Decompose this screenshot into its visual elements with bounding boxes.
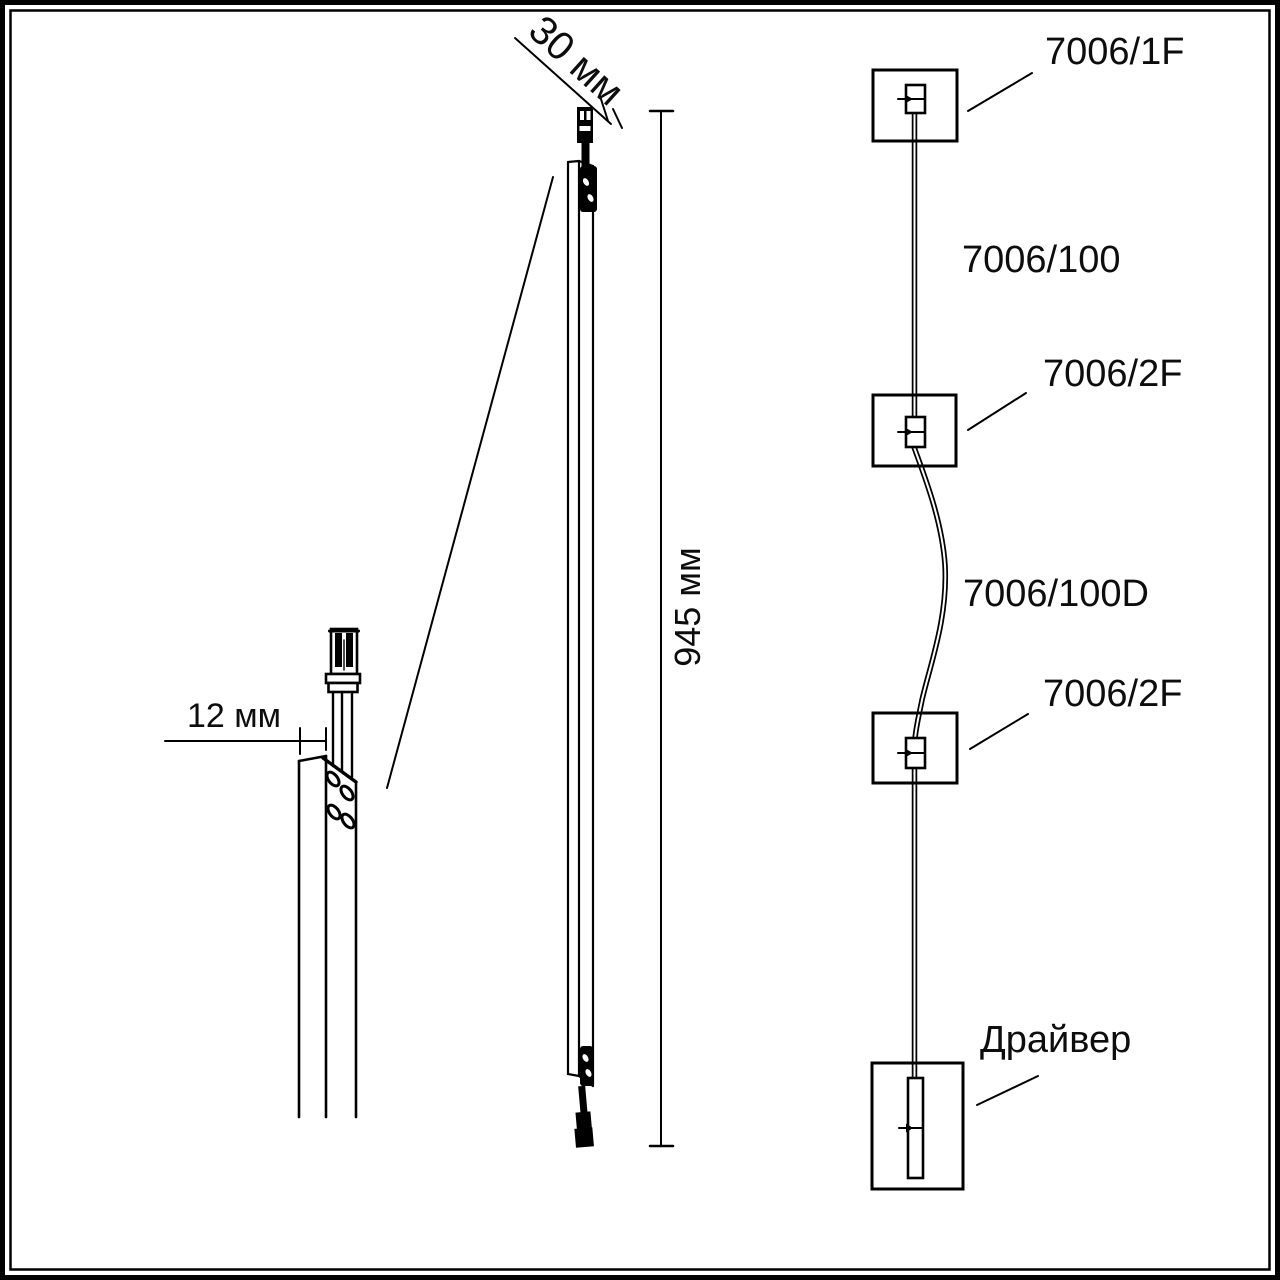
plug-wires [331, 690, 354, 779]
dimension-30mm-label: 30 мм [520, 8, 632, 115]
label-feed-2: 7006/2F [1043, 673, 1182, 715]
junction-box-3 [871, 711, 959, 785]
leader-feed-1 [967, 392, 1027, 431]
dimension-12mm-label: 12 мм [187, 697, 281, 735]
inner-border [9, 9, 1271, 1271]
leader-end-cap [967, 72, 1033, 112]
label-end-cap: 7006/1F [1045, 31, 1184, 73]
plate-holes [325, 770, 356, 830]
detail-leader-line [386, 176, 554, 789]
schematic-leaders [967, 72, 1039, 1106]
junction-box-2 [871, 393, 958, 468]
dimension-12mm: 12 мм [164, 697, 327, 755]
fixture-profile [566, 159, 595, 1088]
plug-connector [324, 627, 362, 694]
leader-feed-2 [969, 713, 1029, 750]
junction-box-1 [871, 68, 959, 143]
connector-symbol-1 [897, 83, 927, 115]
fixture-view: 30 мм 945 мм [386, 8, 708, 1148]
label-driver: Драйвер [980, 1019, 1131, 1061]
connection-schematic: 7006/1F 7006/100 7006/2F 7006/100D 7006/… [870, 31, 1184, 1191]
fixture-top-connector [577, 107, 593, 169]
cable-7006-100D [911, 444, 949, 742]
label-flex-cable: 7006/100D [963, 573, 1149, 615]
driver-unit [898, 1076, 925, 1180]
fixture-bottom-connector [574, 1085, 594, 1148]
dimension-945mm: 945 мм [648, 109, 708, 1148]
plug-pin-left [335, 633, 342, 667]
fixture-bottom-housing [580, 1046, 593, 1086]
driver-box [870, 1061, 965, 1191]
dimension-30mm: 30 мм [514, 8, 632, 129]
plate-top-edge [321, 756, 358, 784]
connector-symbol-2 [897, 415, 927, 449]
plug-collar-bottom [327, 681, 359, 694]
label-cable: 7006/100 [962, 239, 1121, 281]
plug-collar-top [324, 672, 362, 685]
profile-end [297, 754, 358, 1119]
plug-pin-right [346, 633, 353, 667]
dimension-945mm-label: 945 мм [667, 547, 708, 667]
connector-symbol-3 [897, 736, 927, 770]
label-feed-1: 7006/2F [1043, 353, 1182, 395]
end-detail-view: 12 мм [164, 627, 362, 1119]
fixture-top-housing [580, 166, 597, 212]
leader-driver [976, 1075, 1039, 1106]
